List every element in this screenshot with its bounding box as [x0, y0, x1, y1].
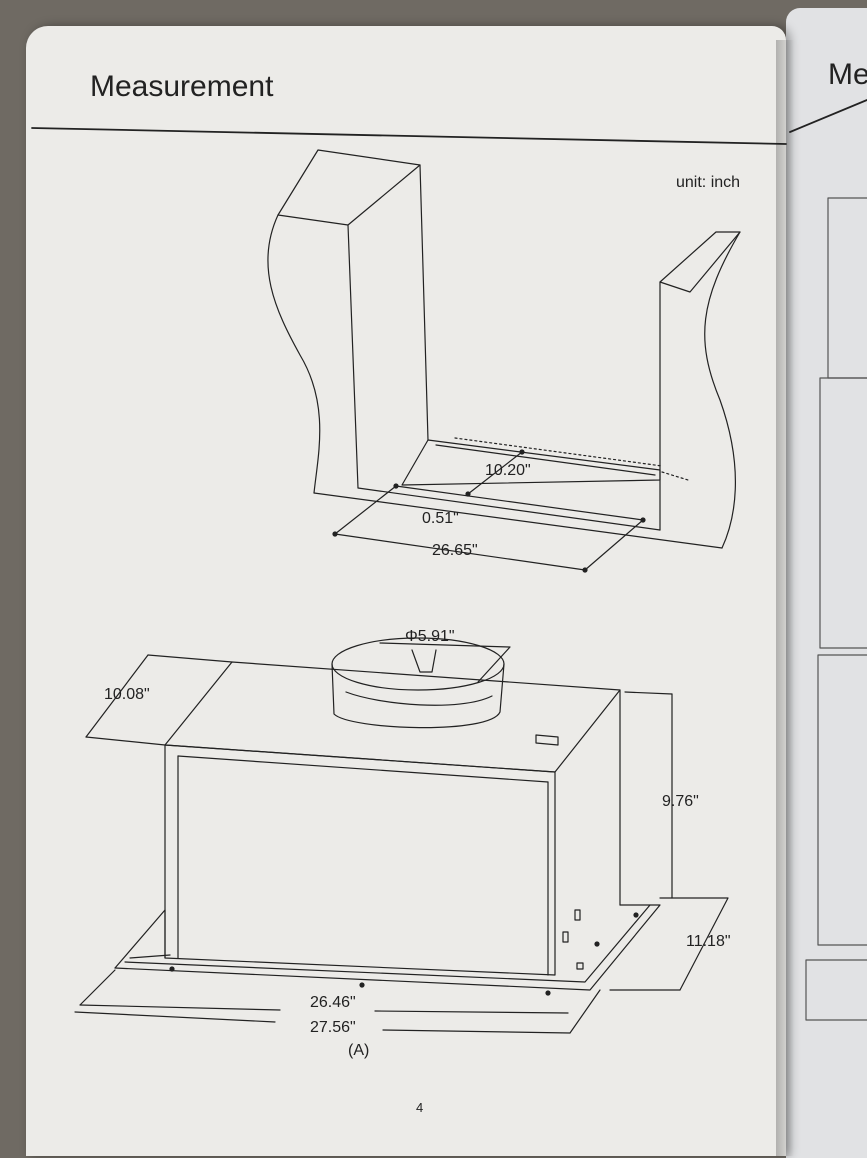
page-number: 4 — [416, 1100, 424, 1115]
duct-diameter-label: Φ5.91" — [405, 628, 455, 645]
next-page-title: Me — [828, 58, 867, 91]
inner-width-label: 26.46" — [310, 994, 356, 1011]
range-hood-figure — [74, 637, 729, 1034]
next-page-boxes — [805, 197, 867, 1021]
next-title-rule — [789, 99, 867, 133]
outer-width-label: 27.56" — [310, 1019, 356, 1036]
top-depth-label: 10.08" — [104, 686, 150, 703]
page-fold-shadow — [776, 40, 794, 1156]
cabinet-cutout-figure — [267, 149, 741, 573]
cutout-width-label: 26.65" — [432, 542, 478, 559]
bottom-depth-label: 11.18" — [686, 933, 731, 950]
cutout-depth-label: 10.20" — [485, 462, 531, 479]
cutout-inset-label: 0.51" — [422, 510, 459, 527]
height-label: 9.76" — [662, 793, 699, 810]
page-title: Measurement — [90, 70, 274, 103]
manual-page — [26, 26, 786, 1156]
next-page — [786, 8, 867, 1158]
title-rule — [31, 127, 787, 145]
unit-label: unit: inch — [676, 174, 741, 191]
figure-label: (A) — [348, 1042, 370, 1059]
